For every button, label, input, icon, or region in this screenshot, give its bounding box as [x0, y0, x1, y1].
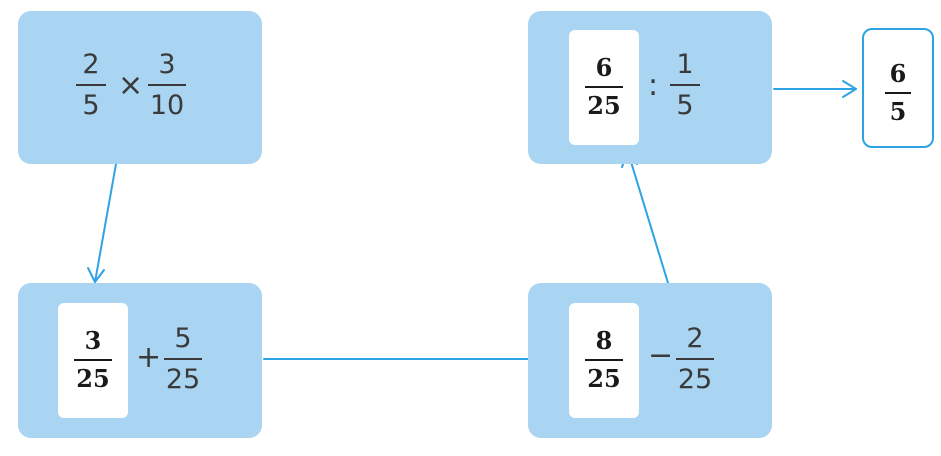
step2-box: 3 25 + 5 25	[18, 283, 262, 438]
fraction-bar	[148, 84, 186, 86]
step3-result-card: 8 25	[569, 303, 639, 418]
numerator: 2	[686, 323, 704, 354]
denominator: 5	[889, 97, 907, 126]
arrow-step1-to-step2	[94, 163, 117, 283]
numerator: 3	[158, 49, 176, 80]
step2-result-fraction: 3 25	[72, 329, 114, 391]
denominator: 25	[76, 364, 110, 393]
arrow-step3-to-step4	[627, 151, 669, 284]
fraction-bar	[164, 358, 202, 360]
numerator: 6	[595, 53, 613, 82]
multiply-operator: ×	[118, 68, 144, 103]
numerator: 6	[889, 59, 907, 88]
fraction-bar	[585, 359, 623, 361]
fraction-bar	[76, 84, 106, 86]
final-result-fraction: 6 5	[882, 62, 914, 124]
step4-result-fraction: 6 25	[583, 56, 625, 118]
step1-box: 2 5 × 3 10	[18, 11, 262, 164]
arrowhead-step2	[87, 267, 105, 283]
numerator: 8	[595, 326, 613, 355]
numerator: 5	[174, 323, 192, 354]
step4-right-fraction: 1 5	[670, 51, 700, 119]
denominator: 25	[587, 364, 621, 393]
fraction-bar	[74, 359, 112, 361]
denominator: 5	[676, 90, 694, 121]
step1-left-fraction: 2 5	[76, 51, 106, 119]
step2-result-card: 3 25	[58, 303, 128, 418]
minus-operator: −	[648, 338, 674, 373]
step2-right-fraction: 5 25	[162, 325, 204, 393]
divide-operator: :	[648, 68, 659, 103]
fraction-bar	[585, 86, 623, 88]
final-result-box: 6 5	[862, 28, 934, 148]
step4-box: 6 25 : 1 5	[528, 11, 772, 164]
numerator: 1	[676, 49, 694, 80]
step1-right-fraction: 3 10	[146, 51, 188, 119]
denominator: 25	[587, 91, 621, 120]
denominator: 10	[149, 90, 185, 121]
plus-operator: +	[136, 340, 162, 375]
step3-box: 8 25 − 2 25	[528, 283, 772, 438]
fraction-bar	[676, 358, 714, 360]
denominator: 25	[165, 364, 201, 395]
fraction-bar	[670, 84, 700, 86]
numerator: 3	[84, 326, 102, 355]
denominator: 25	[677, 364, 713, 395]
step3-result-fraction: 8 25	[583, 329, 625, 391]
denominator: 5	[82, 90, 100, 121]
step4-result-card: 6 25	[569, 30, 639, 145]
fraction-bar	[885, 92, 911, 94]
arrowhead-final	[842, 80, 857, 98]
step3-right-fraction: 2 25	[674, 325, 716, 393]
numerator: 2	[82, 49, 100, 80]
